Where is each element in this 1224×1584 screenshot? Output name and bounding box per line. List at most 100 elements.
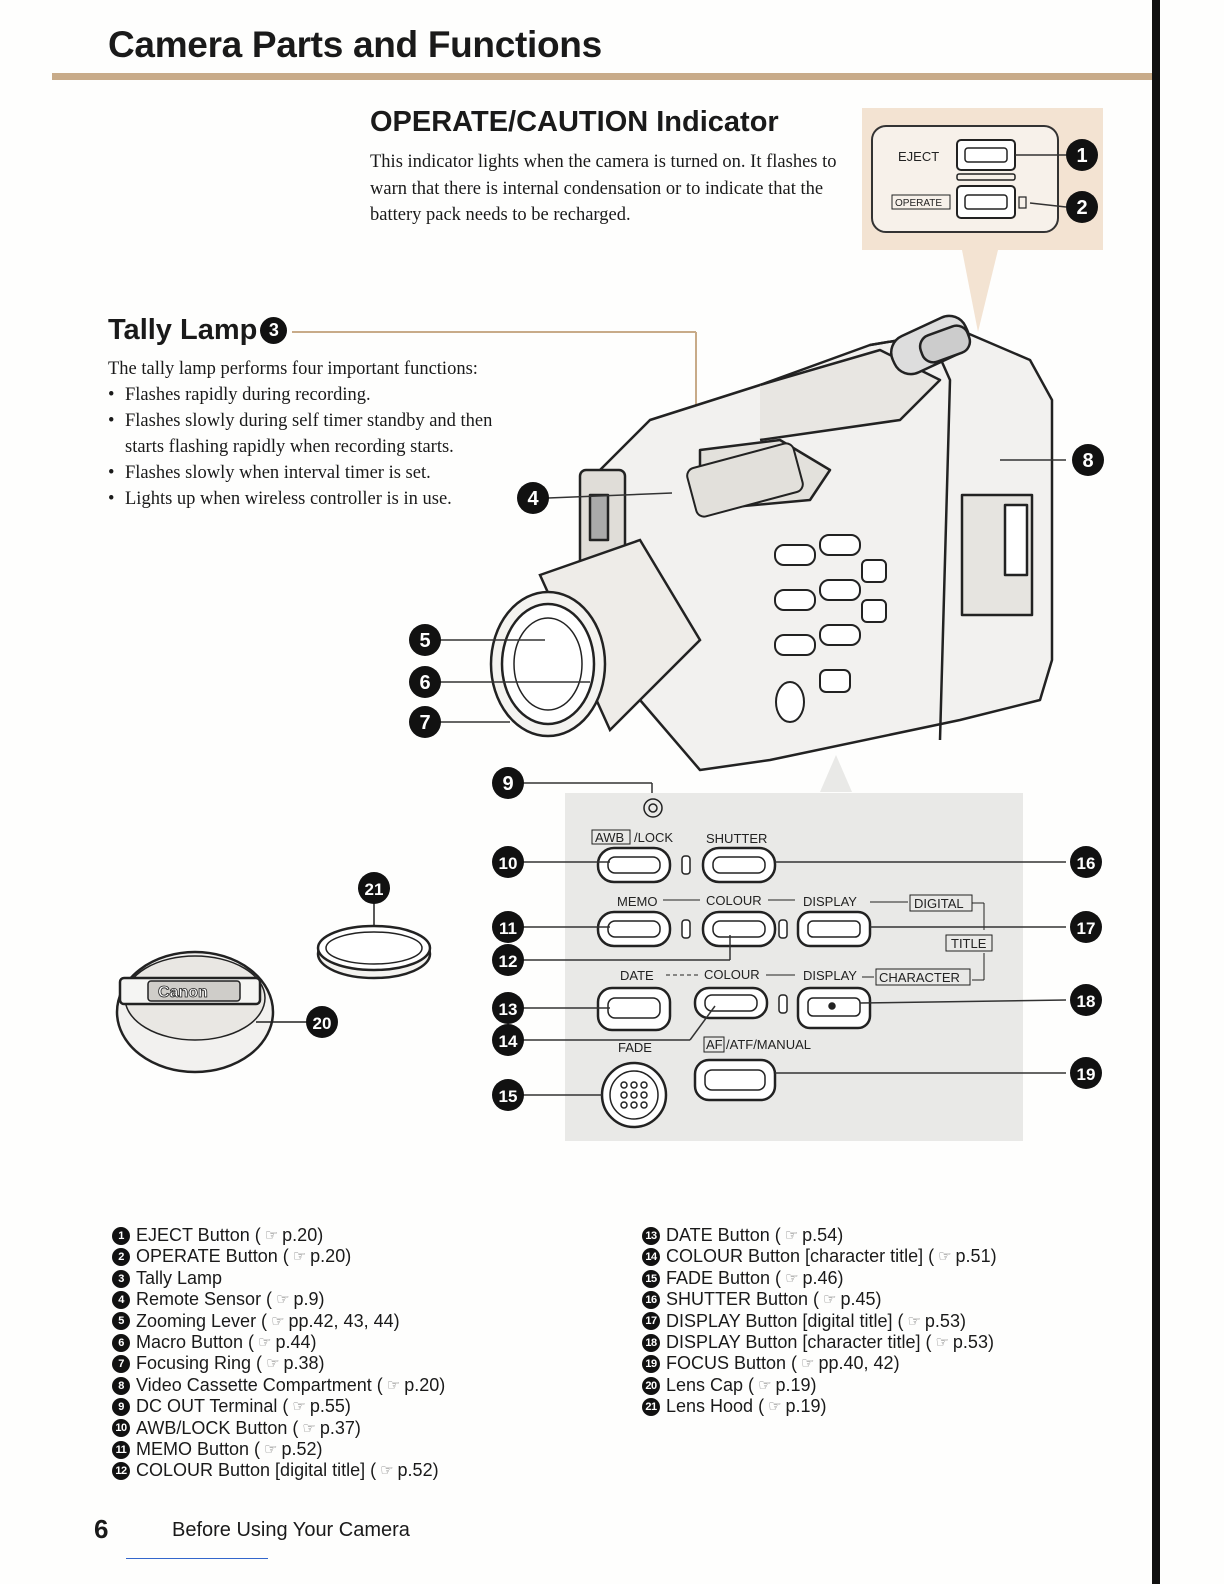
legend-number-icon: 18: [642, 1333, 660, 1352]
legend-page-ref: p.55): [309, 1396, 351, 1417]
callout-number: 13: [499, 1000, 518, 1019]
tally-intro: The tally lamp performs four important f…: [108, 359, 478, 379]
legend-number-icon: 6: [112, 1333, 130, 1352]
legend-label: Remote Sensor (: [136, 1289, 273, 1310]
callout-circle-icon: [1066, 139, 1098, 171]
callout-number: 19: [1077, 1065, 1096, 1084]
callout-circle-icon: [358, 872, 390, 904]
callout-circle-icon: [492, 846, 524, 878]
callout-number: 11: [499, 919, 517, 938]
tally-heading-text: Tally Lamp: [108, 314, 258, 346]
legend-label: EJECT Button (: [136, 1225, 261, 1245]
callout-circle-icon: [1066, 191, 1098, 223]
legend-page-ref: p.52): [281, 1439, 323, 1460]
callout-number: 1: [1076, 145, 1087, 167]
pointing-hand-icon: ☞: [823, 1291, 837, 1309]
callout-number: 20: [313, 1014, 332, 1033]
legend-page-ref: p.53): [924, 1310, 966, 1331]
legend-page-ref: p.44): [275, 1332, 317, 1353]
brand-logo: Canon: [158, 984, 208, 1001]
tally-item: Flashes rapidly during recording.: [108, 382, 498, 408]
legend-page-ref: p.20): [282, 1225, 324, 1245]
legend-number-icon: 16: [642, 1290, 660, 1309]
tally-item: Flashes slowly during self timer standby…: [108, 408, 498, 460]
footer-text: Before Using Your Camera: [172, 1519, 410, 1541]
display-label-character: DISPLAY: [803, 968, 857, 983]
callout-circle-icon: [1070, 984, 1102, 1016]
legend-page-ref: p.38): [283, 1353, 325, 1374]
digital-label: DIGITAL: [914, 896, 964, 911]
operate-lamp: [1018, 196, 1027, 209]
legend-label: Lens Cap (: [666, 1374, 755, 1395]
operate-label: OPERATE: [895, 198, 942, 209]
legend-page-ref: p.52): [397, 1460, 439, 1481]
legend-page-ref: p.20): [310, 1246, 352, 1267]
control-buttons: [596, 846, 872, 1129]
legend-label: FADE Button (: [666, 1267, 782, 1288]
callout-number: 9: [502, 773, 513, 795]
pointing-hand-icon: ☞: [271, 1312, 285, 1330]
callout-circle-icon: [1070, 846, 1102, 878]
pointing-hand-icon: ☞: [785, 1269, 799, 1287]
legend-number-icon: 17: [642, 1312, 660, 1331]
legend-label: DATE Button (: [666, 1225, 781, 1245]
pointing-hand-icon: ☞: [801, 1355, 815, 1373]
pointing-hand-icon: ☞: [938, 1248, 952, 1266]
eject-label: EJECT: [898, 149, 939, 164]
legend-number-icon: 21: [642, 1397, 660, 1416]
legend-label: AWB/LOCK Button (: [136, 1417, 299, 1438]
legend-label: MEMO Button (: [136, 1439, 261, 1460]
pointing-hand-icon: ☞: [386, 1376, 401, 1394]
callout-circle-icon: [492, 767, 524, 799]
memo-label: MEMO: [617, 894, 657, 909]
awb-label: AWB: [595, 830, 624, 845]
legend-page-ref: p.19): [785, 1396, 827, 1417]
legend-label: Tally Lamp: [136, 1267, 223, 1288]
fade-label: FADE: [618, 1040, 652, 1055]
page-number: 6: [94, 1514, 109, 1544]
pointing-hand-icon: ☞: [292, 1248, 307, 1266]
callout-circle-icon: [517, 482, 549, 514]
callout-circle-icon: [492, 911, 524, 943]
legend-page-ref: p.54): [802, 1225, 844, 1245]
callout-number: 8: [1082, 450, 1093, 472]
pointing-hand-icon: ☞: [292, 1398, 306, 1416]
legend-label: DC OUT Terminal (: [136, 1396, 289, 1417]
camera-illustration: EJECT OPERATE: [115, 108, 1104, 1141]
legend-number-icon: 10: [112, 1419, 130, 1438]
atf-manual-label: /ATF/MANUAL: [726, 1037, 811, 1052]
operate-button-drawing: [956, 185, 1016, 219]
callout-number: 5: [419, 630, 430, 652]
pointing-hand-icon: ☞: [768, 1398, 782, 1416]
title-label: TITLE: [951, 936, 987, 951]
pointing-hand-icon: ☞: [758, 1376, 772, 1394]
callout-circle-icon: [492, 1024, 524, 1056]
callout-number: 2: [1076, 197, 1087, 219]
callout-circle-icon: [1072, 444, 1104, 476]
legend-number-icon: 12: [112, 1462, 130, 1481]
pointing-hand-icon: ☞: [264, 1441, 278, 1459]
remote-sensor-window: [686, 442, 804, 518]
legend-number-icon: 1: [112, 1226, 130, 1245]
camcorder-body: [578, 314, 1054, 772]
pointing-hand-icon: ☞: [380, 1462, 394, 1480]
fade-button-dots: [620, 1081, 648, 1109]
pointing-hand-icon: ☞: [784, 1227, 799, 1244]
inset-pointer: [962, 250, 998, 332]
legend-number-icon: 9: [112, 1397, 130, 1416]
lock-label: /LOCK: [634, 830, 673, 845]
legend-label: SHUTTER Button (: [666, 1289, 820, 1310]
callout-number: 15: [499, 1087, 518, 1106]
legend-label: Focusing Ring (: [136, 1353, 263, 1374]
